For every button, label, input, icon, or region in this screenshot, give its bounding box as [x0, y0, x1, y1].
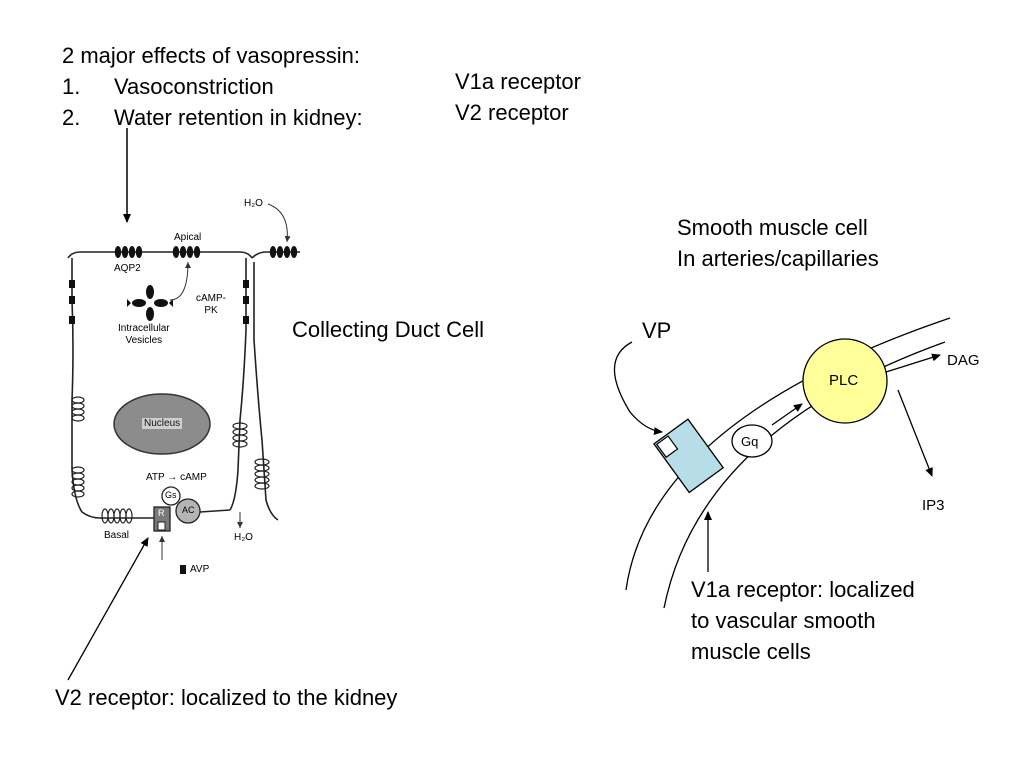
- v2-note-pointer: [67, 537, 149, 681]
- gq-protein: [731, 424, 773, 458]
- plc-to-ip3-arrow: [897, 389, 933, 477]
- v2-receptor-slot: [157, 521, 166, 531]
- adenylyl-cyclase: [175, 498, 201, 524]
- tight-junctions: [69, 280, 249, 324]
- lateral-coils-right: [232, 422, 270, 490]
- receptor-v1a-label: V1a receptor: [455, 69, 581, 94]
- intracellular-vesicles: [127, 285, 173, 321]
- label-basal: Basal: [104, 530, 130, 541]
- label-vesicles: Intracellular Vesicles: [118, 323, 170, 346]
- label-avp: AVP: [190, 564, 210, 575]
- label-nucleus: Nucleus: [142, 418, 183, 429]
- vp-label: VP: [642, 318, 672, 343]
- label-gq: Gq: [741, 434, 759, 449]
- v2-receptor-note: V2 receptor: localized to the kidney: [55, 685, 398, 710]
- label-ip3: IP3: [922, 497, 945, 514]
- intro-item-1-num: 1.: [62, 74, 81, 99]
- vp-arrow: [613, 341, 663, 436]
- smooth-muscle-title-2: In arteries/capillaries: [677, 246, 879, 271]
- label-r: R: [158, 508, 165, 518]
- plc-enzyme: [802, 338, 888, 424]
- v1a-note-line-2: to vascular smooth: [691, 608, 876, 633]
- label-atp-camp: ATP → cAMP: [146, 472, 207, 483]
- gs-protein: [161, 486, 181, 506]
- intro-heading: 2 major effects of vasopressin:: [62, 43, 360, 68]
- receptor-v2-label: V2 receptor: [455, 100, 569, 125]
- gq-to-plc-arrow: [771, 403, 803, 426]
- h2o-top-arrow: [267, 203, 291, 243]
- label-h2o-bottom: H₂O: [234, 532, 253, 543]
- label-plc: PLC: [829, 372, 859, 389]
- intro-item-2-num: 2.: [62, 105, 81, 130]
- collecting-duct-caption: Collecting Duct Cell: [292, 317, 484, 342]
- label-gs: Gs: [165, 490, 177, 500]
- v1a-receptor: [653, 418, 725, 494]
- plc-to-dag-arrow: [885, 353, 941, 373]
- label-camp-pk: cAMP- PK: [196, 293, 226, 316]
- label-apical: Apical: [174, 232, 202, 243]
- label-dag: DAG: [947, 352, 980, 369]
- v1a-note-line-3: muscle cells: [691, 639, 811, 664]
- basal-coils: [101, 508, 133, 524]
- smooth-muscle-title-1: Smooth muscle cell: [677, 215, 868, 240]
- label-ac: AC: [182, 505, 195, 515]
- label-aqp2: AQP2: [114, 263, 141, 274]
- intro-item-1-text: Vasoconstriction: [114, 74, 274, 99]
- avp-ligand: [180, 565, 186, 574]
- aqp2-channels: [114, 246, 298, 258]
- lateral-coils-left: [71, 396, 85, 498]
- v1a-note-line-1: V1a receptor: localized: [691, 577, 915, 602]
- camp-pk-arrow: [169, 261, 191, 301]
- intro-item-2-text: Water retention in kidney:: [114, 105, 363, 130]
- label-h2o-top: H₂O: [244, 198, 263, 209]
